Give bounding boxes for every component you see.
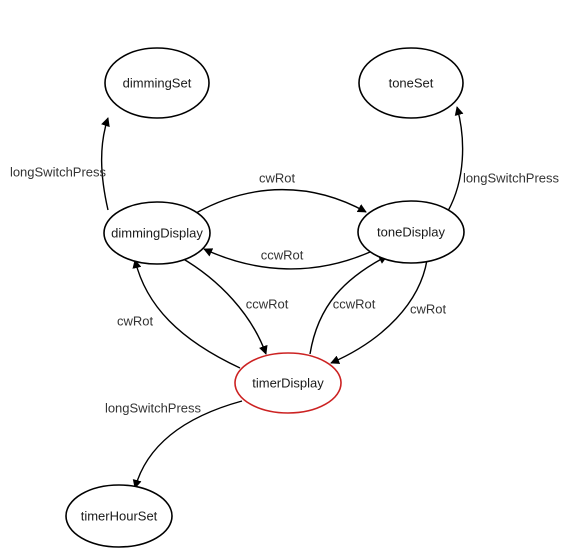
node-timerdisplay[interactable]: timerDisplay <box>234 352 342 414</box>
node-dimmingset[interactable]: dimmingSet <box>104 47 210 119</box>
edge-label-dimmingdisplay-to-dimmingset: longSwitchPress <box>10 165 107 180</box>
edge-label-dimmingdisplay-to-timerdisplay: ccwRot <box>246 297 289 312</box>
edge-label-tonedisplay-to-timerdisplay: cwRot <box>410 302 447 317</box>
edge-label-tonedisplay-to-toneset: longSwitchPress <box>463 171 560 186</box>
node-timerhourset[interactable]: timerHourSet <box>65 484 173 548</box>
node-label-dimmingdisplay: dimmingDisplay <box>111 226 203 241</box>
edge-timerdisplay-to-dimmingdisplay <box>132 259 241 369</box>
node-label-tonedisplay: toneDisplay <box>377 225 445 240</box>
node-label-timerdisplay: timerDisplay <box>252 376 324 391</box>
edge-tonedisplay-to-timerdisplay <box>330 259 428 364</box>
node-dimmingdisplay[interactable]: dimmingDisplay <box>103 201 211 265</box>
edge-dimmingdisplay-to-timerdisplay <box>179 256 268 355</box>
edge-label-dimmingdisplay-to-tonedisplay: cwRot <box>259 171 296 186</box>
node-label-timerhourset: timerHourSet <box>81 509 158 524</box>
edge-dimmingdisplay-to-tonedisplay <box>195 188 367 214</box>
node-label-dimmingset: dimmingSet <box>123 76 192 91</box>
edge-tonedisplay-to-toneset <box>447 106 464 212</box>
edge-label-timerdisplay-to-timerhourset: longSwitchPress <box>105 401 202 416</box>
node-tonedisplay[interactable]: toneDisplay <box>357 200 465 264</box>
edge-timerdisplay-to-timerhourset <box>132 400 243 489</box>
edge-label-timerdisplay-to-tonedisplay: ccwRot <box>333 297 376 312</box>
edge-label-tonedisplay-to-dimmingdisplay: ccwRot <box>261 248 304 263</box>
edge-dimmingdisplay-to-dimmingset <box>100 117 110 211</box>
edge-tonedisplay-to-dimmingdisplay <box>203 248 371 270</box>
edge-timerdisplay-to-tonedisplay <box>309 255 388 355</box>
edge-label-timerdisplay-to-dimmingdisplay: cwRot <box>117 314 154 329</box>
node-toneset[interactable]: toneSet <box>358 47 464 119</box>
node-label-toneset: toneSet <box>389 76 434 91</box>
